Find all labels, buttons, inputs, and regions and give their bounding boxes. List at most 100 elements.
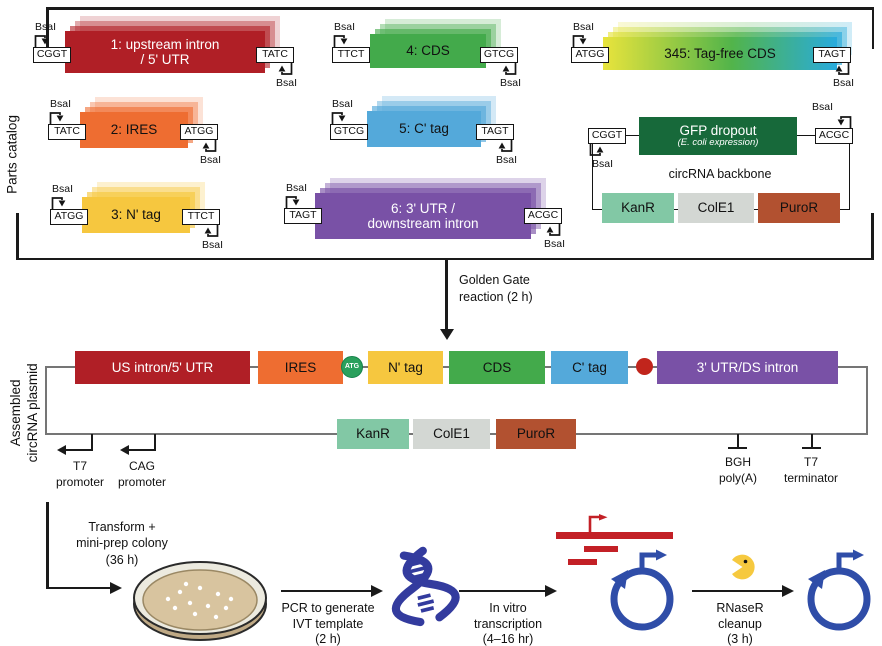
linear-rna-long bbox=[556, 532, 673, 539]
part-345-box: 345: Tag-free CDS bbox=[603, 37, 837, 70]
part-2-box: 2: IRES bbox=[80, 112, 188, 148]
c-tag-box: C' tag bbox=[551, 351, 628, 384]
petri-dish-icon bbox=[133, 561, 267, 641]
bgh-terminator-cap bbox=[728, 447, 747, 450]
bsai-label: BsaI bbox=[35, 21, 57, 33]
overhang-right: TATC bbox=[256, 47, 294, 63]
kanr-box: KanR bbox=[602, 193, 674, 223]
cag-promoter-arrowhead bbox=[120, 444, 129, 455]
ivt-arrow bbox=[459, 589, 545, 592]
assembled-plasmid-label: Assembled circRNA plasmid bbox=[8, 363, 40, 463]
bsai-label: BsaI bbox=[833, 77, 855, 89]
dna-helix-icon bbox=[391, 546, 460, 627]
bsai-cut-arrow bbox=[34, 35, 49, 47]
ivt-arrowhead bbox=[545, 584, 557, 597]
overhang-right: ACGC bbox=[524, 208, 562, 224]
pcr-arrowhead bbox=[371, 584, 383, 597]
bsai-label: BsaI bbox=[286, 182, 308, 194]
overhang-left: TATC bbox=[48, 124, 86, 140]
cag-promoter-arm bbox=[129, 449, 156, 451]
part-4-box: 4: CDS bbox=[370, 34, 486, 68]
rnaser-pacman-icon bbox=[732, 554, 755, 580]
rnaser-arrowhead bbox=[782, 584, 794, 597]
transform-arrowhead bbox=[110, 581, 122, 594]
overhang-right: TAGT bbox=[813, 47, 851, 63]
rnaser-arrow bbox=[692, 589, 782, 592]
linear-rna-short bbox=[568, 559, 597, 565]
t7-promoter-arm bbox=[66, 449, 93, 451]
bsai-label: BsaI bbox=[52, 183, 74, 195]
bsai-label: BsaI bbox=[202, 239, 224, 251]
gfp-dropout-subtitle: (E. coli expression) bbox=[677, 137, 759, 149]
plasmid-left-line bbox=[45, 365, 48, 435]
cole1-box: ColE1 bbox=[678, 193, 754, 223]
n-tag-box: N' tag bbox=[368, 351, 443, 384]
bracket-top-line bbox=[46, 7, 874, 10]
part-5-label: 5: C' tag bbox=[399, 121, 449, 137]
bsai-label: BsaI bbox=[812, 101, 834, 113]
overhang-left: ATGG bbox=[50, 209, 88, 225]
bsai-label: BsaI bbox=[573, 21, 595, 33]
t7-terminator-cap bbox=[802, 447, 821, 450]
bsai-cut-arrow bbox=[589, 144, 604, 156]
bsai-cut-arrow bbox=[331, 112, 346, 124]
bracket-bottom-line bbox=[16, 257, 874, 261]
cds-box: CDS bbox=[449, 351, 545, 384]
bracket-bottom-right-tick bbox=[871, 213, 874, 260]
rnaser-label: RNaseR cleanup (3 h) bbox=[716, 601, 764, 646]
cole1-box: ColE1 bbox=[413, 419, 490, 449]
overhang-left: ATGG bbox=[571, 47, 609, 63]
circrna-circle-icon bbox=[610, 549, 674, 631]
bsai-cut-arrow bbox=[49, 112, 64, 124]
gfp-dropout-box: GFP dropout (E. coli expression) bbox=[639, 117, 797, 155]
transform-arrow-vertical bbox=[46, 502, 49, 588]
part-3-box: 3: N' tag bbox=[82, 197, 190, 233]
part-5-box: 5: C' tag bbox=[367, 111, 481, 147]
ires-box: IRES bbox=[258, 351, 343, 384]
part-4-label: 4: CDS bbox=[406, 43, 450, 59]
puror-box: PuroR bbox=[496, 419, 576, 449]
bsai-label: BsaI bbox=[50, 98, 72, 110]
bsai-label: BsaI bbox=[332, 98, 354, 110]
pcr-label: PCR to generate IVT template (2 h) bbox=[281, 601, 375, 646]
bgh-terminator-stem bbox=[737, 434, 739, 448]
backbone-label: circRNA backbone bbox=[668, 167, 772, 181]
overhang-left: TAGT bbox=[284, 208, 322, 224]
bracket-bottom-left-tick bbox=[16, 213, 19, 260]
golden-gate-label: Golden Gate reaction (2 h) bbox=[459, 273, 533, 304]
linear-rna-medium bbox=[584, 546, 618, 552]
part-2-label: 2: IRES bbox=[110, 122, 158, 138]
bsai-label: BsaI bbox=[276, 77, 298, 89]
us-intron-box: US intron/5' UTR bbox=[75, 351, 250, 384]
bsai-label: BsaI bbox=[544, 238, 566, 250]
parts-catalog-label: Parts catalog bbox=[4, 115, 20, 194]
transform-arrow-horizontal bbox=[46, 586, 110, 589]
puror-box: PuroR bbox=[758, 193, 840, 223]
bsai-cut-arrow bbox=[278, 63, 293, 75]
bracket-top-right-tick bbox=[871, 7, 874, 49]
t7-promoter-stem bbox=[91, 434, 93, 451]
golden-gate-arrow-line bbox=[445, 260, 448, 330]
bsai-label: BsaI bbox=[496, 154, 518, 166]
t7-terminator-stem bbox=[811, 434, 813, 448]
gfp-dropout-label: GFP dropout bbox=[679, 123, 757, 138]
pcr-arrow bbox=[281, 589, 371, 592]
stop-codon-dot bbox=[636, 358, 653, 375]
bsai-cut-arrow bbox=[204, 225, 219, 237]
clean-circrna-circle-icon bbox=[807, 549, 871, 631]
cag-promoter-stem bbox=[154, 434, 156, 451]
overhang-right: TTCT bbox=[182, 209, 220, 225]
overhang-left: CGGT bbox=[33, 47, 71, 63]
bracket-top-left-tick bbox=[46, 7, 49, 56]
bsai-cut-arrow bbox=[333, 35, 348, 47]
kanr-box: KanR bbox=[337, 419, 409, 449]
bsai-label: BsaI bbox=[500, 77, 522, 89]
bsai-cut-arrow bbox=[498, 140, 513, 152]
plasmid-right-line bbox=[865, 365, 868, 435]
part-6-box: 6: 3' UTR / downstream intron bbox=[315, 193, 531, 239]
ivt-label: In vitro transcription (4–16 hr) bbox=[473, 601, 543, 646]
